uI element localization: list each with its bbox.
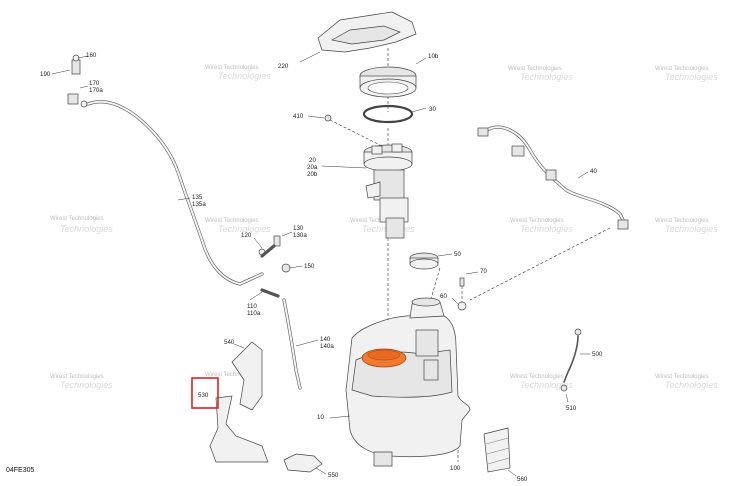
callout-540[interactable]: 540: [224, 339, 235, 346]
callout-130a[interactable]: 130a: [293, 232, 307, 239]
callout-410[interactable]: 410: [293, 113, 304, 120]
callout-130[interactable]: 130: [293, 225, 304, 232]
callout-10[interactable]: 10: [317, 414, 324, 421]
watermark: Technologies: [665, 224, 718, 234]
watermark: Technologies: [218, 71, 271, 81]
part-130-connector: [253, 231, 293, 258]
callout-20[interactable]: 20: [309, 157, 316, 164]
part-410-screw: [307, 114, 332, 122]
callout-30[interactable]: 30: [429, 106, 436, 113]
callout-550[interactable]: 550: [328, 472, 339, 479]
callout-70[interactable]: 70: [480, 268, 487, 275]
callout-labels: 220 10b 30 410 20 20a 20b 40 50 70 60 10…: [40, 52, 603, 483]
watermark: Wirest Technologies: [205, 218, 259, 224]
watermark: Wirest Technologies: [50, 374, 104, 380]
callout-120[interactable]: 120: [241, 232, 252, 239]
watermark: Wirest Technologies: [510, 218, 564, 224]
highlight-box[interactable]: [191, 377, 219, 409]
callout-160[interactable]: 160: [86, 52, 97, 59]
part-30-gasket: [362, 104, 427, 124]
watermark: Wirest Technologies: [205, 65, 259, 71]
callout-510[interactable]: 510: [566, 405, 577, 412]
callout-140[interactable]: 140: [320, 336, 331, 343]
callout-110[interactable]: 110: [247, 303, 257, 310]
part-150-clip: [281, 263, 303, 273]
part-40-wiring-harness: [477, 125, 629, 230]
callout-560[interactable]: 560: [517, 476, 528, 483]
watermark: Technologies: [520, 72, 573, 82]
part-530-heat-shield: [209, 395, 269, 463]
watermark: Wirest Technologies: [510, 374, 564, 380]
part-140-filler-tube: [249, 288, 319, 390]
callout-220[interactable]: 220: [278, 63, 289, 70]
callout-10b[interactable]: 10b: [428, 53, 439, 60]
part-500-sensor: [560, 328, 590, 403]
watermark: Technologies: [218, 224, 271, 234]
callout-100[interactable]: 100: [450, 465, 461, 472]
callout-50[interactable]: 50: [454, 251, 461, 258]
callout-140a[interactable]: 140a: [320, 343, 334, 350]
part-560-pad: [483, 427, 517, 477]
part-540-bracket: [231, 341, 263, 411]
watermark: Technologies: [520, 380, 573, 390]
watermark: Technologies: [665, 380, 718, 390]
watermark: Wirest Technologies: [655, 66, 709, 72]
watermark: Wirest Technologies: [350, 218, 404, 224]
watermark: Technologies: [520, 224, 573, 234]
callout-135[interactable]: 135: [192, 194, 203, 201]
callout-530[interactable]: 530: [198, 392, 209, 399]
part-10-fuel-tank: [329, 297, 471, 467]
callout-20b[interactable]: 20b: [307, 171, 318, 178]
watermark: Wirest Technologies: [205, 372, 259, 378]
watermark: Wirest Technologies: [508, 66, 562, 72]
part-20-fuel-pump: [321, 143, 413, 239]
watermark: Technologies: [60, 224, 113, 234]
watermark: Wirest Technologies: [50, 216, 104, 222]
watermark: Technologies: [60, 380, 113, 390]
watermark: Wirest Technologies: [655, 218, 709, 224]
callout-40[interactable]: 40: [590, 168, 597, 175]
callout-20a[interactable]: 20a: [307, 164, 318, 171]
part-220-shield: [299, 11, 417, 63]
part-550-mount: [283, 453, 327, 475]
callout-170a[interactable]: 170a: [89, 87, 103, 94]
part-10b-lock-ring: [359, 57, 427, 98]
part-135-vent-hose: [86, 100, 264, 286]
callout-150[interactable]: 150: [304, 263, 315, 270]
part-70-screw: [451, 271, 479, 311]
part-50-cap: [409, 252, 453, 270]
callout-500[interactable]: 500: [592, 351, 603, 358]
callout-110a[interactable]: 110a: [247, 310, 261, 317]
assembly-lines: [329, 48, 611, 462]
callout-170[interactable]: 170: [89, 80, 100, 87]
callout-60[interactable]: 60: [440, 293, 447, 300]
callout-190[interactable]: 190: [40, 71, 51, 78]
watermark: Wirest Technologies: [655, 374, 709, 380]
part-170-vent-valve: [51, 54, 89, 108]
diagram-code: 04FE305: [6, 467, 35, 474]
callout-135a[interactable]: 135a: [192, 201, 206, 208]
watermark: Technologies: [665, 72, 718, 82]
